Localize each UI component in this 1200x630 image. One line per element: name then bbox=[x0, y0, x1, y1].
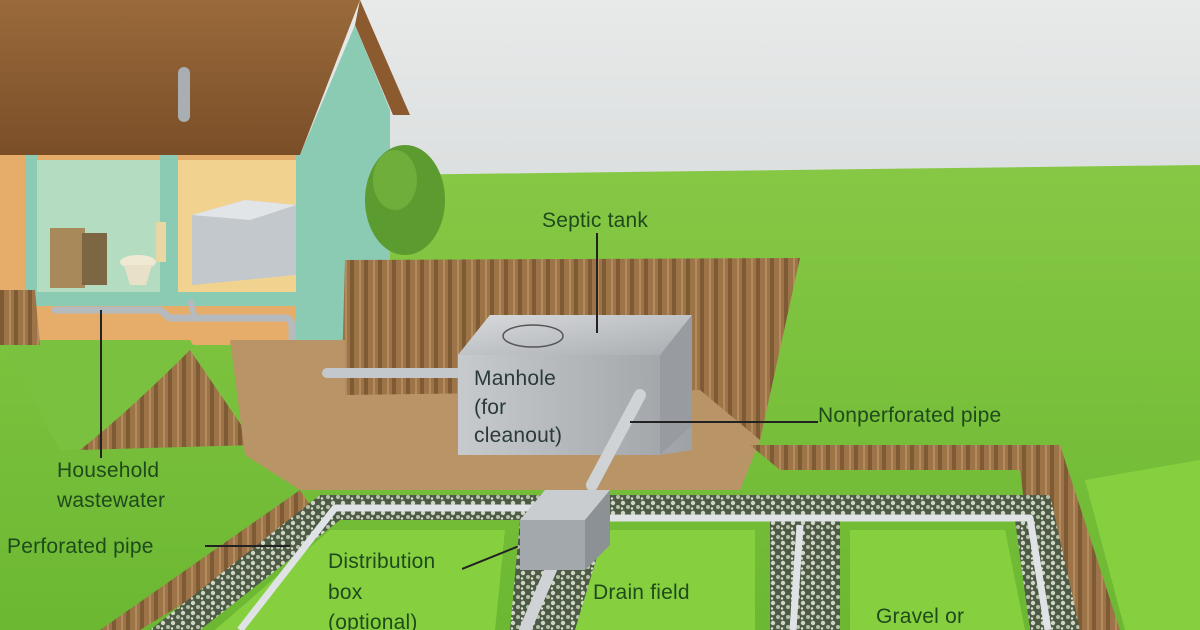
nonperforated-pipe-label: Nonperforated pipe bbox=[818, 404, 1002, 427]
manhole-label-line1: Manhole bbox=[474, 367, 556, 390]
gravel-label: Gravel or bbox=[876, 605, 965, 628]
distribution-box-label-line3: (optional) bbox=[328, 611, 418, 630]
nonperforated-pipe-leader bbox=[630, 421, 818, 423]
perforated-pipe-label: Perforated pipe bbox=[7, 535, 154, 558]
manhole-label-line2: (for bbox=[474, 396, 507, 419]
drain-field-label: Drain field bbox=[593, 581, 690, 604]
household-wastewater-leader bbox=[100, 310, 102, 458]
perforated-pipe-leader bbox=[205, 545, 290, 547]
household-wastewater-label-line2: wastewater bbox=[57, 489, 166, 512]
distribution-box-label-line2: box bbox=[328, 581, 363, 604]
distribution-box-label-line1: Distribution bbox=[328, 550, 436, 573]
septic-tank-label: Septic tank bbox=[542, 209, 649, 232]
septic-tank-leader bbox=[596, 233, 598, 333]
household-wastewater-label-line1: Household bbox=[57, 459, 160, 482]
manhole-label-line3: cleanout) bbox=[474, 424, 563, 447]
